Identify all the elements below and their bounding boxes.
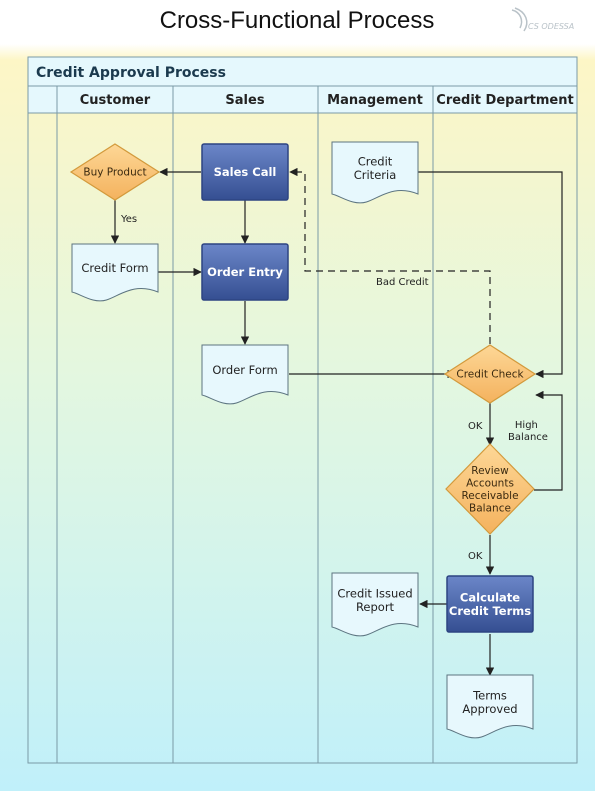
process-shape xyxy=(201,243,289,301)
logo-swoosh-icon xyxy=(511,7,528,32)
node-label: Order Entry xyxy=(207,265,283,279)
logo-text: CS ODESSA xyxy=(528,22,574,31)
decision-shape xyxy=(69,143,161,201)
logo: CS ODESSA xyxy=(511,7,574,32)
edge-bad-credit-dashed xyxy=(289,167,491,344)
lane-header-sales: Sales xyxy=(225,93,264,108)
connectors xyxy=(110,167,563,676)
edge-high-balance-loop xyxy=(534,390,563,491)
process-shape xyxy=(446,575,534,633)
node-label: Order Form xyxy=(212,363,277,377)
document-shape xyxy=(71,243,159,302)
edge-label-ok-1: OK xyxy=(468,421,483,432)
node-buy-product: Buy Product xyxy=(69,143,161,201)
node-label: Credit Check xyxy=(456,369,524,381)
node-sales-call: Sales Call xyxy=(201,143,289,201)
lane-header-row xyxy=(27,85,578,114)
lane-header-customer: Customer xyxy=(80,93,151,108)
edge-label-high-balance: High Balance xyxy=(508,420,548,443)
node-order-entry: Order Entry xyxy=(201,243,289,301)
decision-shape xyxy=(443,344,537,404)
process-shape xyxy=(201,143,289,201)
edge-label-ok-2: OK xyxy=(468,551,483,562)
edge-credit-criteria-to-credit-check xyxy=(418,171,563,379)
document-shape xyxy=(331,572,419,637)
pool-title: Credit Approval Process xyxy=(36,65,226,81)
page-title: Cross-Functional Process xyxy=(160,7,435,34)
node-label: Buy Product xyxy=(83,167,146,179)
pool: Credit Approval Process Customer Sales M… xyxy=(27,56,578,764)
edge-label-bad-credit: Bad Credit xyxy=(376,277,429,288)
node-label: Sales Call xyxy=(214,165,277,179)
lane-header-management: Management xyxy=(327,93,423,108)
node-credit-form: Credit Form xyxy=(71,243,159,302)
edge-label-yes: Yes xyxy=(120,214,137,225)
document-shape xyxy=(201,344,289,405)
document-shape xyxy=(331,141,419,204)
node-order-form: Order Form xyxy=(201,344,289,405)
lane-header-credit-department: Credit Department xyxy=(436,93,573,108)
node-credit-check: Credit Check xyxy=(443,344,537,404)
decision-shape xyxy=(445,443,535,535)
document-shape xyxy=(446,674,534,739)
node-label: Credit Form xyxy=(81,261,148,275)
